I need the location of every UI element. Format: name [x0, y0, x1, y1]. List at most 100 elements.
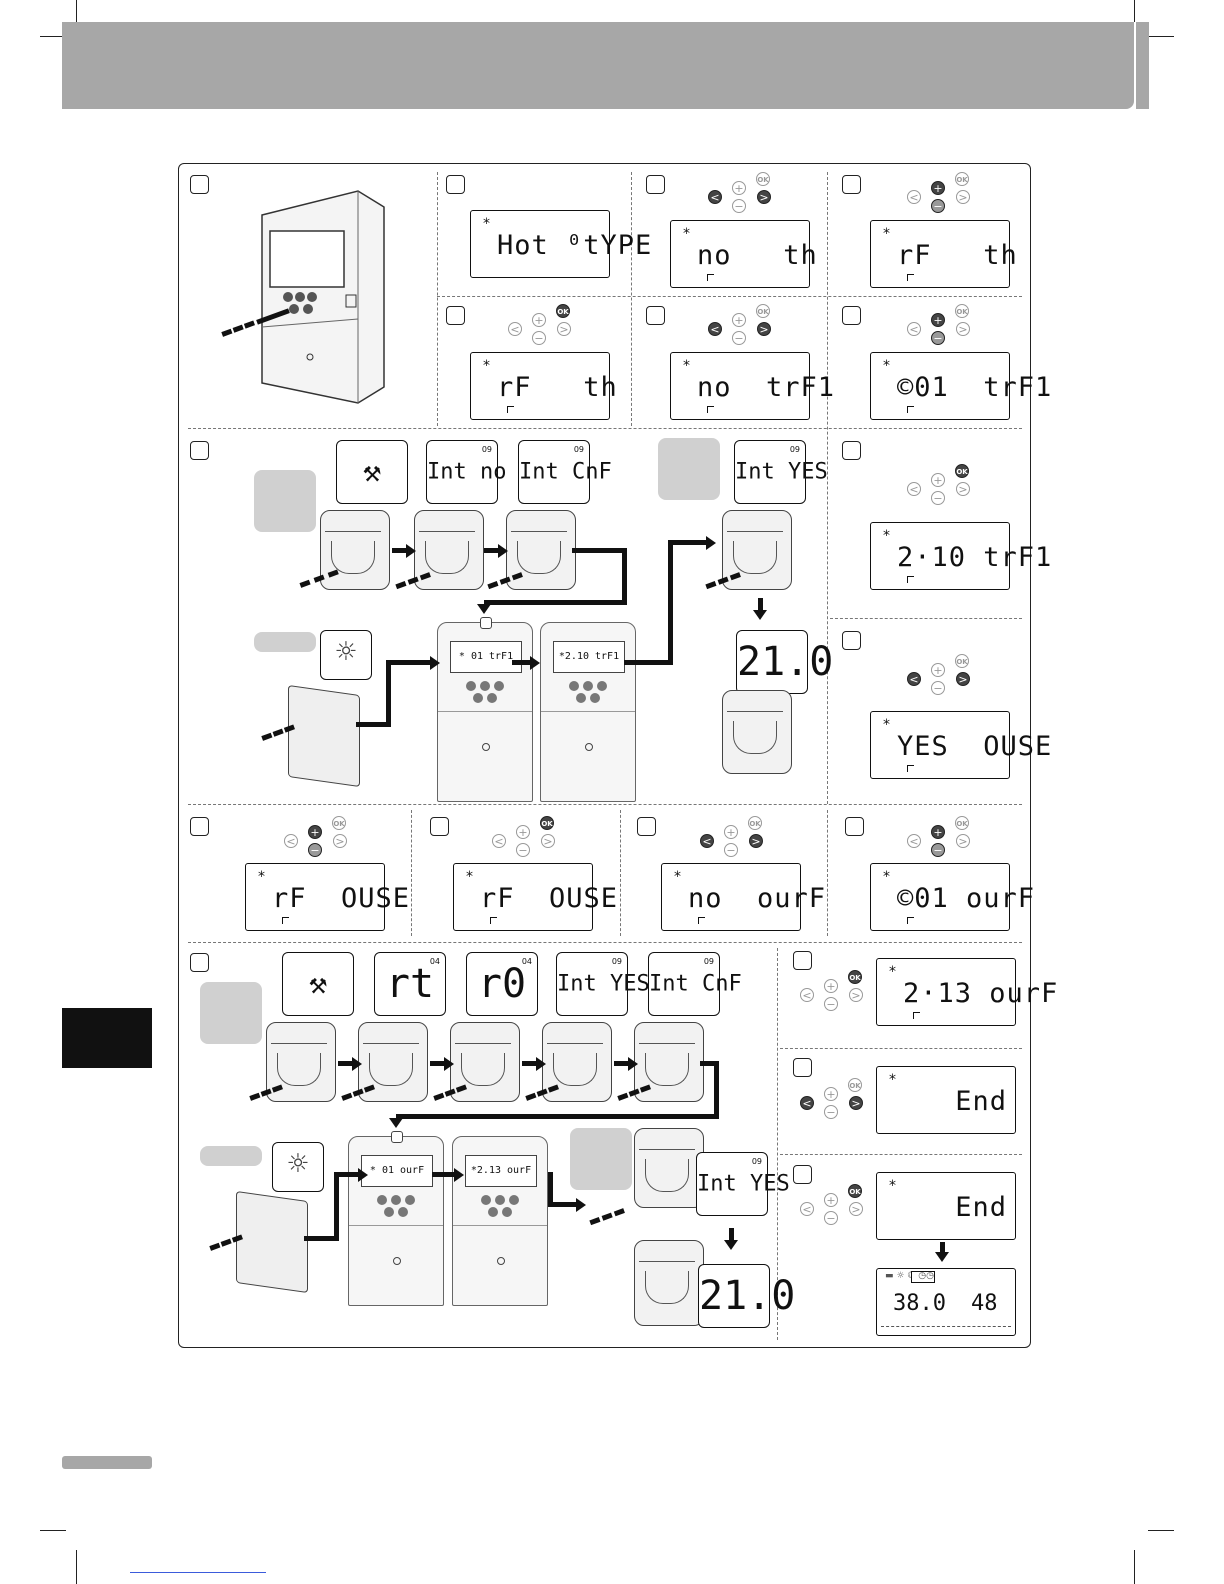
right-key[interactable]: >: [333, 834, 347, 848]
ok-key[interactable]: OK: [756, 172, 770, 186]
minus-key[interactable]: −: [516, 843, 530, 857]
minus-key[interactable]: −: [931, 843, 945, 857]
ok-key[interactable]: OK: [955, 654, 969, 668]
ok-key[interactable]: OK: [332, 816, 346, 830]
speech-bubble: 09 Int no: [426, 440, 506, 504]
flow-arrow-head: [430, 656, 440, 670]
lcd-star: *: [466, 869, 473, 885]
plus-key[interactable]: +: [824, 1087, 838, 1101]
minus-key[interactable]: −: [824, 1211, 838, 1225]
left-key[interactable]: <: [907, 834, 921, 848]
minus-key[interactable]: −: [724, 843, 738, 857]
right-key[interactable]: >: [849, 1096, 863, 1110]
lcd-display: * rF OUSE: [245, 863, 409, 931]
flow-arrow-head: [389, 1118, 403, 1128]
lcd-display: * no ourF: [661, 863, 825, 931]
minus-key[interactable]: −: [824, 997, 838, 1011]
crop-mark: [1134, 1550, 1135, 1584]
plus-key[interactable]: +: [931, 313, 945, 327]
right-key[interactable]: >: [956, 482, 970, 496]
left-key[interactable]: <: [800, 1202, 814, 1216]
lcd-text: End: [955, 1086, 1007, 1118]
left-key[interactable]: <: [708, 190, 722, 204]
plus-key[interactable]: +: [824, 979, 838, 993]
right-key[interactable]: >: [541, 834, 555, 848]
right-key[interactable]: >: [757, 322, 771, 336]
divider: [780, 1048, 1022, 1049]
minus-key[interactable]: −: [532, 331, 546, 345]
keypad: < + − > OK: [907, 172, 971, 220]
lcd-segment: [282, 917, 289, 924]
step-box: [190, 441, 209, 460]
divider: [827, 172, 828, 804]
left-key[interactable]: <: [708, 322, 722, 336]
left-key[interactable]: <: [907, 672, 921, 686]
plus-key[interactable]: +: [516, 825, 530, 839]
ok-key[interactable]: OK: [748, 816, 762, 830]
left-key[interactable]: <: [700, 834, 714, 848]
bubble-superscript: 09: [611, 957, 622, 966]
minus-key[interactable]: −: [824, 1105, 838, 1119]
speech-bubble: 09 Int YES: [556, 952, 650, 1016]
right-key[interactable]: >: [849, 988, 863, 1002]
crop-mark: [1148, 36, 1174, 37]
plus-key[interactable]: +: [824, 1193, 838, 1207]
right-key[interactable]: >: [849, 1202, 863, 1216]
ok-key[interactable]: OK: [756, 304, 770, 318]
lcd-segment: [707, 406, 714, 413]
right-key[interactable]: >: [956, 672, 970, 686]
ok-key[interactable]: OK: [955, 816, 969, 830]
plus-key[interactable]: +: [732, 313, 746, 327]
right-key[interactable]: >: [757, 190, 771, 204]
ok-key[interactable]: OK: [955, 464, 969, 478]
step-box: [190, 953, 209, 972]
right-key[interactable]: >: [956, 322, 970, 336]
ok-key[interactable]: OK: [848, 1184, 862, 1198]
flow-arrow: [334, 1172, 360, 1177]
right-key[interactable]: >: [956, 834, 970, 848]
left-key[interactable]: <: [907, 482, 921, 496]
plus-key[interactable]: +: [931, 663, 945, 677]
flow-arrow: [700, 1061, 718, 1066]
minus-key[interactable]: −: [931, 199, 945, 213]
lcd-text: 2·13 ourF: [903, 978, 1059, 1010]
minus-key[interactable]: −: [931, 681, 945, 695]
plus-key[interactable]: +: [532, 313, 546, 327]
left-key[interactable]: <: [508, 322, 522, 336]
right-key[interactable]: >: [749, 834, 763, 848]
flow-arrow: [386, 660, 391, 727]
plus-key[interactable]: +: [724, 825, 738, 839]
gray-indicator: [200, 982, 262, 1044]
plus-key[interactable]: +: [931, 825, 945, 839]
left-key[interactable]: <: [907, 190, 921, 204]
plus-key[interactable]: +: [931, 181, 945, 195]
ok-key[interactable]: OK: [848, 1078, 862, 1092]
step-box: [793, 951, 812, 970]
left-key[interactable]: <: [492, 834, 506, 848]
left-key[interactable]: <: [800, 1096, 814, 1110]
ok-key[interactable]: OK: [540, 816, 554, 830]
ok-key[interactable]: OK: [848, 970, 862, 984]
left-key[interactable]: <: [907, 322, 921, 336]
ok-key[interactable]: OK: [955, 172, 969, 186]
lcd-text: 2·10 trF1: [897, 542, 1053, 574]
left-key[interactable]: <: [284, 834, 298, 848]
minus-key[interactable]: −: [732, 199, 746, 213]
minus-key[interactable]: −: [931, 331, 945, 345]
gray-label: [200, 1146, 262, 1166]
right-key[interactable]: >: [557, 322, 571, 336]
minus-key[interactable]: −: [732, 331, 746, 345]
flow-arrow: [624, 660, 672, 665]
plus-key[interactable]: +: [308, 825, 322, 839]
controller-unit: * 01 trF1: [437, 617, 533, 802]
minus-key[interactable]: −: [308, 843, 322, 857]
ok-key[interactable]: OK: [955, 304, 969, 318]
plus-key[interactable]: +: [931, 473, 945, 487]
left-key[interactable]: <: [800, 988, 814, 1002]
plus-key[interactable]: +: [732, 181, 746, 195]
down-arrow-head: [935, 1252, 949, 1262]
lcd-star: *: [883, 717, 890, 733]
right-key[interactable]: >: [956, 190, 970, 204]
minus-key[interactable]: −: [931, 491, 945, 505]
ok-key[interactable]: OK: [556, 304, 570, 318]
